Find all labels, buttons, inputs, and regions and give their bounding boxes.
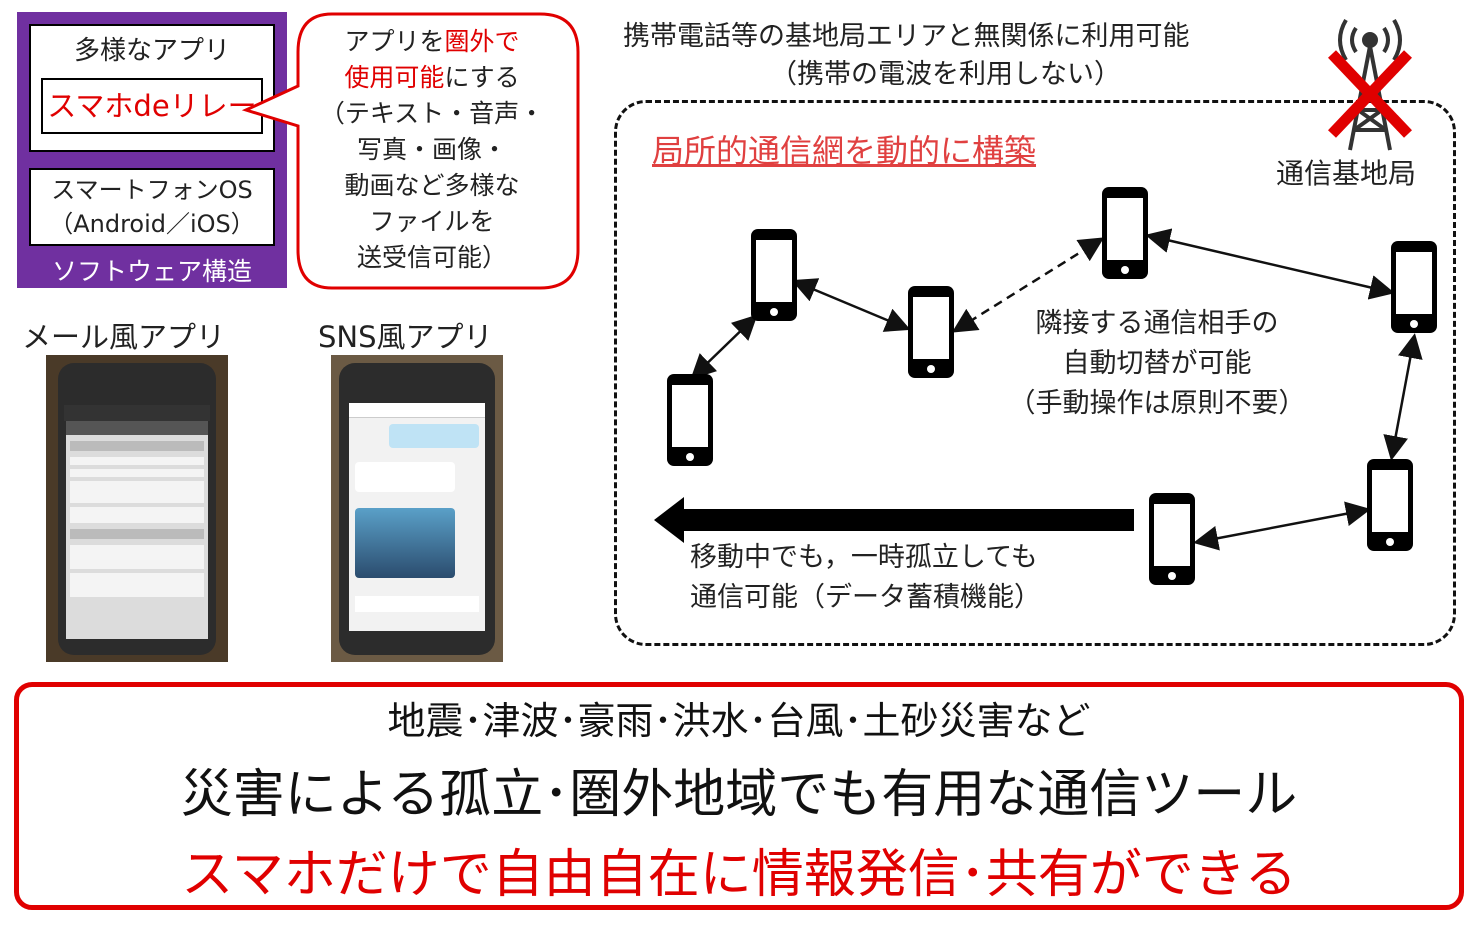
mail-app-photo <box>46 355 228 662</box>
link-c <box>951 237 1105 333</box>
bubble-line7: 送受信可能） <box>356 243 507 272</box>
auto-switch-line-3: （手動操作は原則不要） <box>1008 388 1306 419</box>
bubble-line2-post: にする <box>444 63 520 92</box>
bubble-line1-pre: アプリを <box>344 27 445 56</box>
os-line-1: スマートフォンOS <box>51 176 253 204</box>
mail-app-label: メール風アプリ <box>22 320 226 354</box>
network-top-line-2: （携帯の電波を利用しない） <box>770 59 1121 90</box>
apps-layer-title: 多様なアプリ <box>73 36 230 66</box>
store-forward-line-1: 移動中でも，一時孤立しても <box>690 542 1038 573</box>
bubble-text: アプリを圏外で 使用可能にする （テキスト・音声・ 写真・画像・ 動画など多様な… <box>312 24 552 276</box>
summary-box <box>14 682 1464 910</box>
speech-bubble <box>241 12 580 290</box>
store-forward-line-2: 通信可能（データ蓄積機能） <box>690 582 1041 613</box>
local-network-area <box>614 100 1456 646</box>
store-forward-note: 移動中でも，一時孤立しても 通信可能（データ蓄積機能） <box>690 538 1041 618</box>
bubble-line6: ファイルを <box>369 207 495 236</box>
bubble-line2-red: 使用可能 <box>344 63 445 92</box>
base-station-label: 通信基地局 <box>1276 157 1417 190</box>
phone-icon <box>1148 492 1196 586</box>
link-e <box>1383 333 1423 461</box>
sns-app-label: SNS風アプリ <box>318 320 493 354</box>
phone-body-icon <box>339 363 495 655</box>
bubble-line5: 動画など多様な <box>344 171 520 200</box>
phone-icon <box>1366 458 1414 552</box>
movement-arrow <box>654 497 1134 543</box>
auto-switch-line-2: 自動切替が可能 <box>1062 348 1252 379</box>
auto-switch-line-1: 隣接する通信相手の <box>1035 308 1279 339</box>
os-line-2: （Android／iOS） <box>49 210 255 238</box>
bubble-line4: 写真・画像・ <box>356 135 507 164</box>
sns-app-photo <box>331 355 503 662</box>
mail-app-screen <box>66 421 208 639</box>
link-b <box>791 278 911 332</box>
local-network-title: 局所的通信網を動的に構築 <box>652 132 1037 170</box>
os-layer-box: スマートフォンOS （Android／iOS） <box>29 168 275 246</box>
bubble-line3: （テキスト・音声・ <box>319 99 545 128</box>
link-f <box>1193 501 1371 551</box>
sns-app-screen <box>349 403 485 631</box>
summary-tagline: スマホだけで自由自在に情報発信･共有ができる <box>181 845 1297 905</box>
base-station-icon <box>1328 18 1412 151</box>
phone-icon <box>1390 240 1438 334</box>
disaster-types: 地震･津波･豪雨･洪水･台風･土砂災害など <box>387 699 1091 743</box>
network-top-line-1: 携帯電話等の基地局エリアと無関係に利用可能 <box>623 21 1190 52</box>
software-structure-caption: ソフトウェア構造 <box>51 257 252 286</box>
phone-icon <box>666 373 714 467</box>
phone-icon <box>1101 186 1149 280</box>
link-a <box>690 314 758 380</box>
summary-headline: 災害による孤立･圏外地域でも有用な通信ツール <box>180 765 1298 825</box>
bubble-line1-red: 圏外で <box>444 27 520 56</box>
phone-icon <box>907 285 955 379</box>
auto-switch-note: 隣接する通信相手の 自動切替が可能 （手動操作は原則不要） <box>982 304 1332 424</box>
link-d <box>1145 228 1395 300</box>
phone-body-icon <box>58 363 216 655</box>
phone-icon <box>750 228 798 322</box>
